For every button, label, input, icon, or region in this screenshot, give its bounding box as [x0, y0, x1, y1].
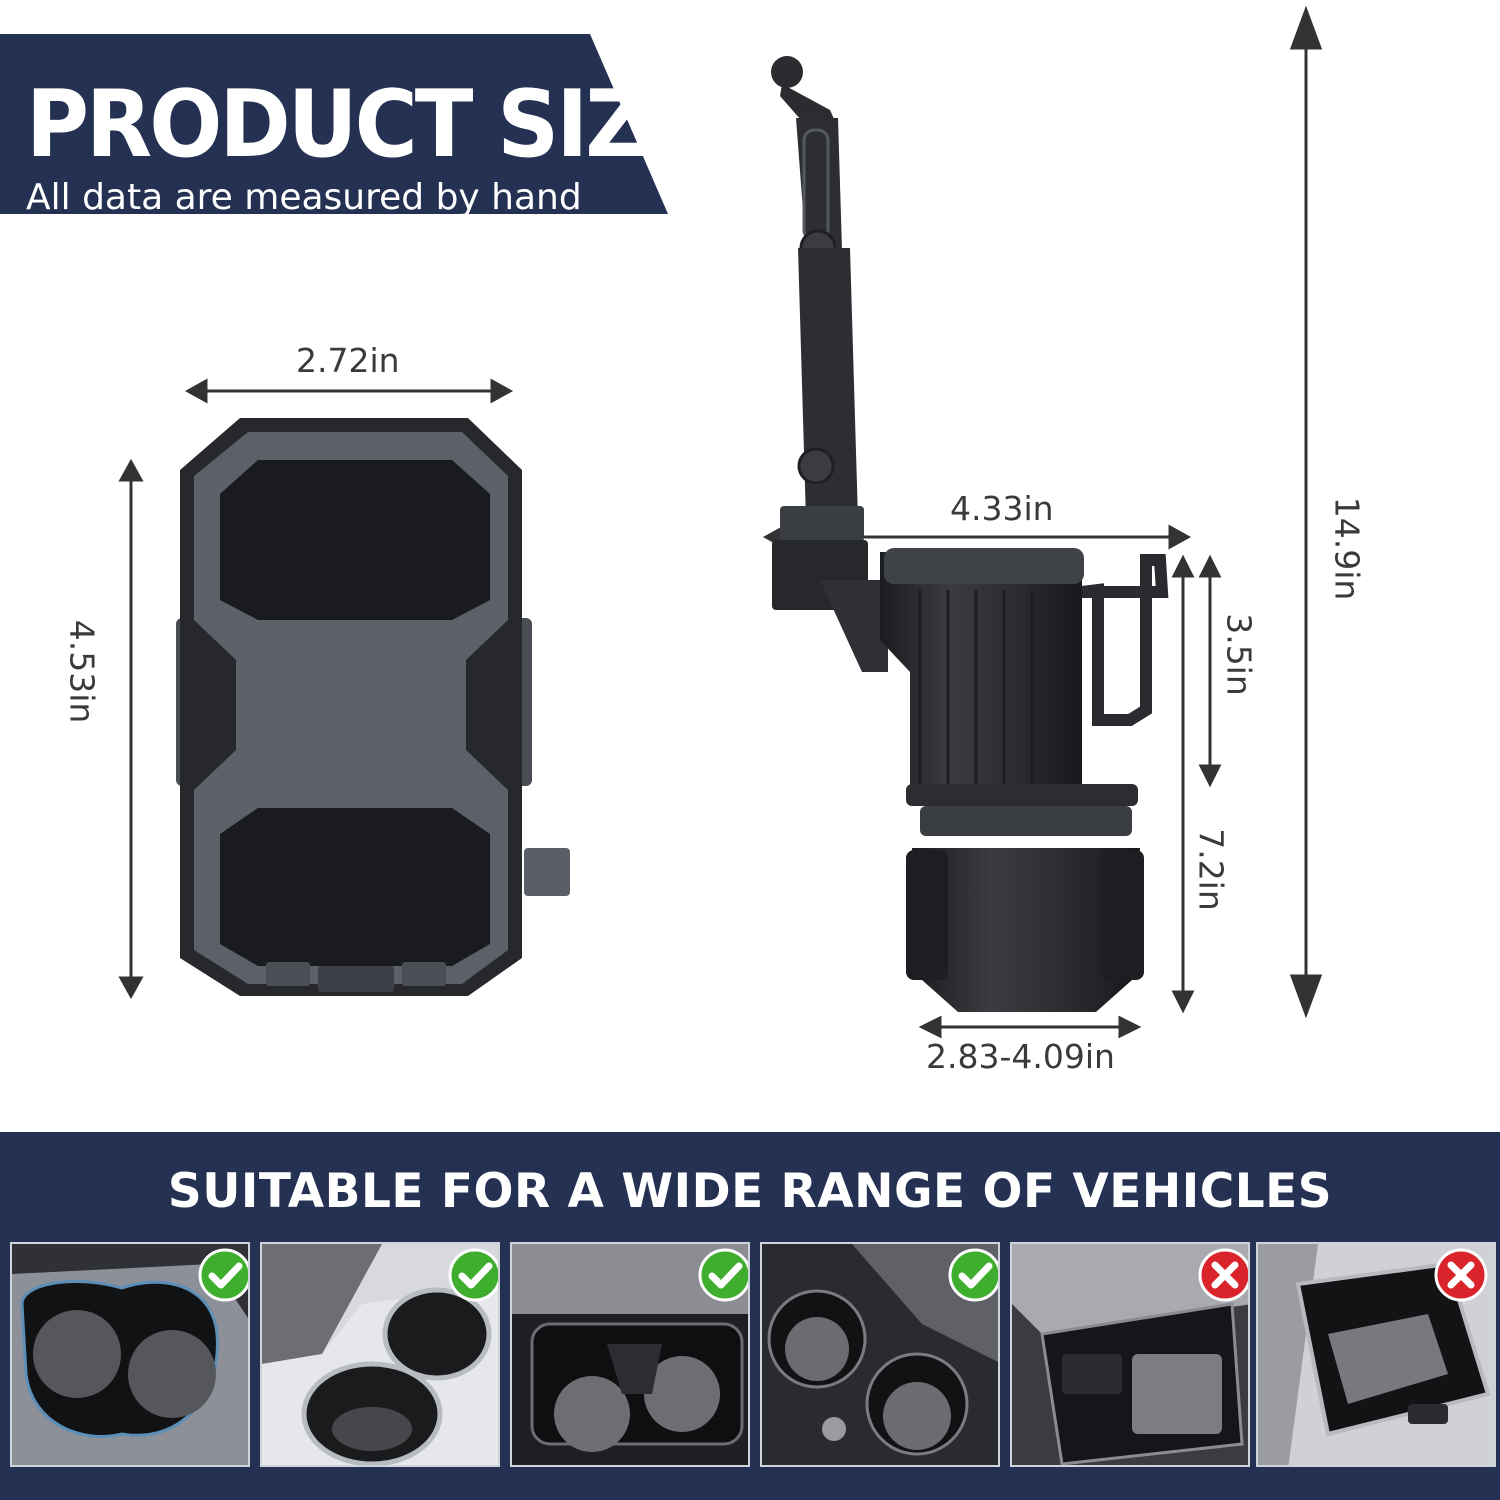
check-icon: [448, 1248, 498, 1302]
phone-height-label: 4.53in: [62, 619, 102, 724]
vehicle-photo-5: [1010, 1242, 1250, 1467]
cup-holder: [771, 56, 1169, 1012]
check-icon: [698, 1248, 748, 1302]
cup-width-label: 4.33in: [950, 489, 1054, 528]
cross-icon: [1198, 1248, 1248, 1302]
banner-subtitle: All data are measured by hand: [26, 177, 582, 218]
vehicle-photo-4: [760, 1242, 1000, 1467]
dimension-arrows: [118, 5, 1323, 1039]
phone-width-label: 2.72in: [296, 341, 400, 380]
cup-holder-scene-2: [262, 1244, 498, 1465]
vehicle-photo-6: [1256, 1242, 1496, 1467]
vehicle-compatibility-section: SUITABLE FOR A WIDE RANGE OF VEHICLES: [0, 1132, 1500, 1500]
product-illustration: [118, 5, 1323, 1039]
cup-depth-label: 3.5in: [1219, 613, 1259, 696]
vehicle-photo-1: [10, 1242, 250, 1467]
total-height-label: 14.9in: [1327, 496, 1367, 601]
banner-shape: [0, 34, 668, 214]
product-size-banner: PRODUCT SIZE All data are measured by ha…: [0, 34, 703, 218]
check-icon: [198, 1248, 248, 1302]
cross-icon: [1434, 1248, 1488, 1302]
vehicle-section-title: SUITABLE FOR A WIDE RANGE OF VEHICLES: [167, 1164, 1333, 1219]
phone-holder: [176, 418, 570, 996]
check-icon: [948, 1248, 998, 1302]
vehicle-photo-2: [260, 1242, 500, 1467]
banner-title: PRODUCT SIZE: [26, 70, 703, 179]
vehicle-photo-3: [510, 1242, 750, 1467]
holder-height-label: 7.2in: [1191, 828, 1231, 911]
base-range-label: 2.83-4.09in: [926, 1037, 1115, 1076]
